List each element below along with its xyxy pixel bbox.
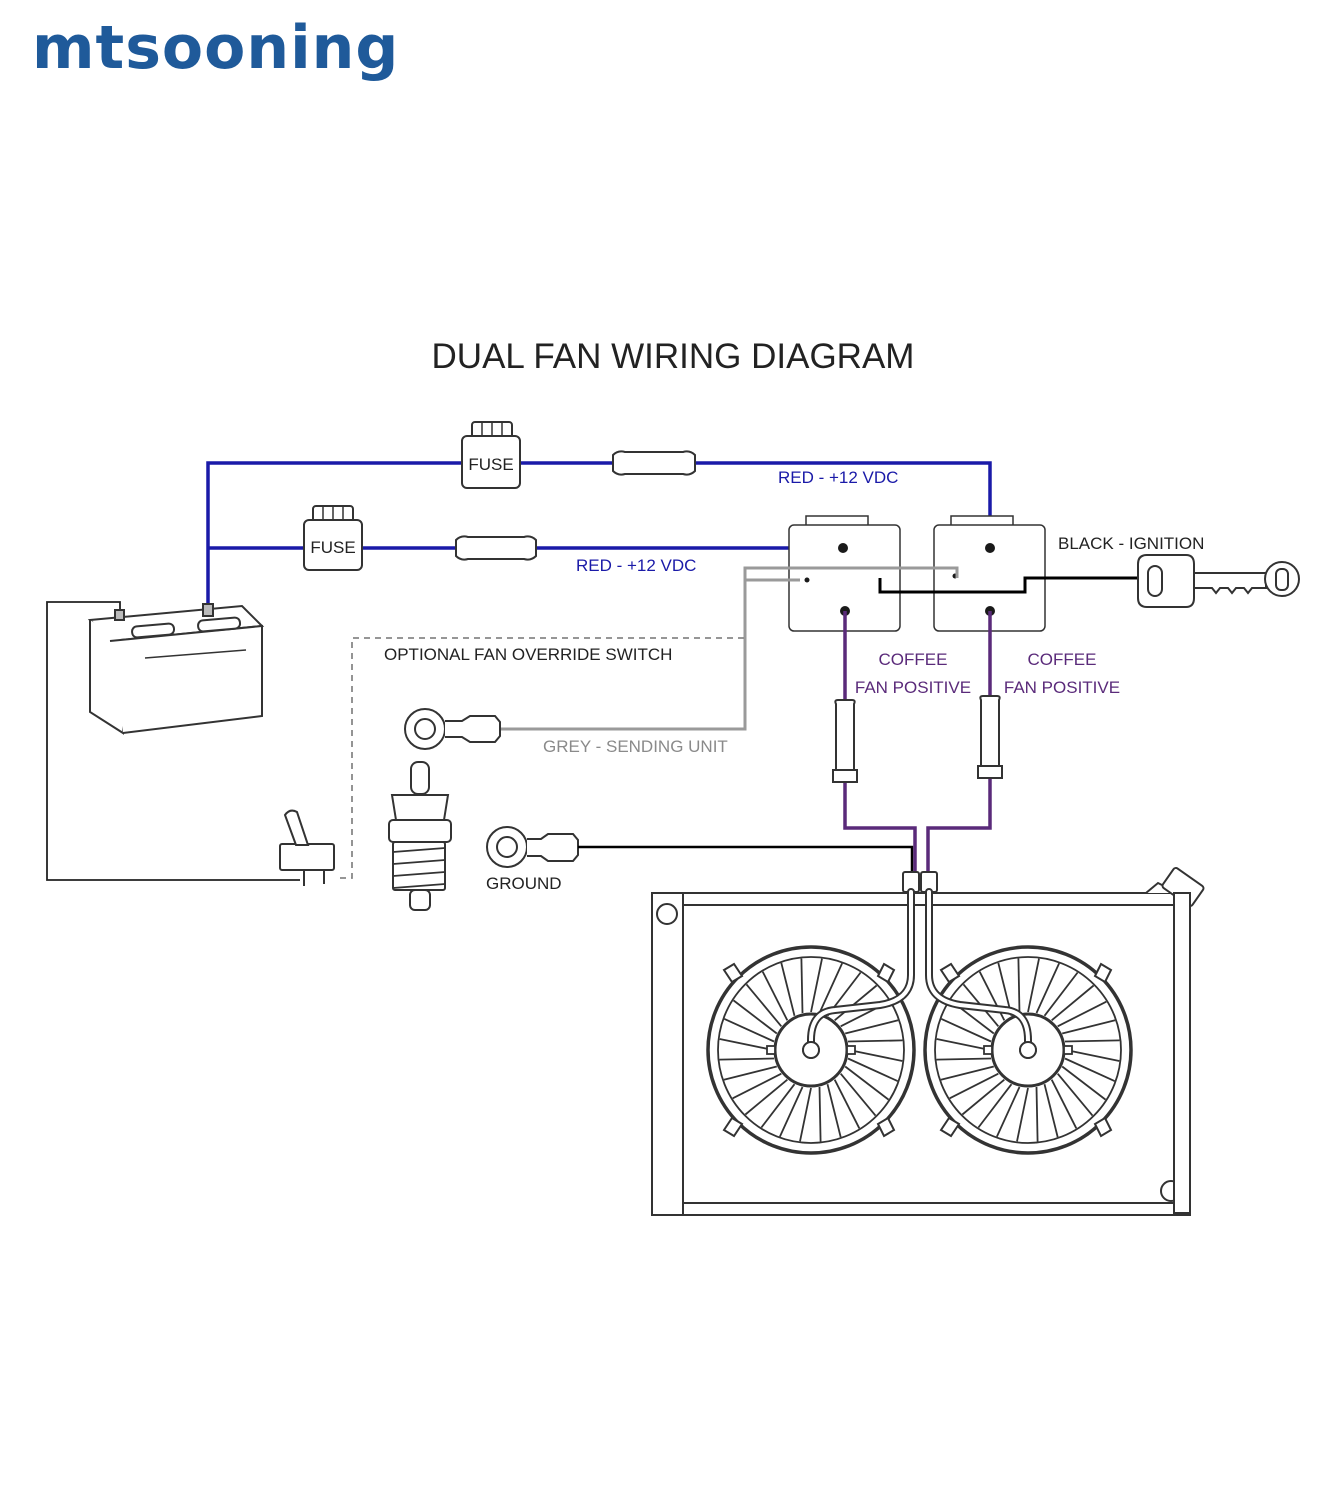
fan-right-hub-notch (1063, 1045, 1073, 1055)
fan-left-blade (744, 1079, 788, 1116)
fan-left-blade (833, 1079, 861, 1129)
ground-label: GROUND (486, 874, 562, 893)
fan-left-hub-notch (846, 1045, 856, 1055)
fan-left-blade (834, 984, 878, 1021)
fan-right-blade (936, 1057, 992, 1061)
fan-right-blade (961, 1079, 1005, 1116)
grey-sending-label: GREY - SENDING UNIT (543, 737, 728, 756)
fan-right-hub-notch (983, 1045, 993, 1055)
fan-left-blade (844, 1065, 890, 1101)
fan-left-blade (800, 958, 804, 1014)
fan-harness-inner (809, 890, 1030, 1052)
fan-left-hub-notch (766, 1045, 776, 1055)
relay-right (933, 515, 1046, 632)
toggle-switch-icon (279, 809, 335, 886)
fan-left-blade (847, 1039, 903, 1043)
fan-right-blade (1064, 1039, 1120, 1043)
fan-right-blade (996, 1086, 1021, 1137)
fan-right-blade (1043, 971, 1079, 1017)
fan-left-blade (745, 983, 782, 1027)
fan-mount-tabs (722, 962, 1113, 1138)
battery-switch-wire (46, 601, 300, 881)
fan-right-blade (1043, 1083, 1059, 1138)
black-ignition-label: BLACK - IGNITION (1058, 534, 1204, 553)
fan-right-blade (1017, 958, 1021, 1014)
fan-hub-caps (802, 1041, 1037, 1059)
fuse-top-label: FUSE (468, 455, 513, 474)
fan-positive-label-2: FAN POSITIVE (1004, 678, 1120, 697)
coffee-label-1: COFFEE (879, 650, 948, 669)
fan-left-blade (810, 958, 823, 1013)
fan-left-blade (818, 1086, 822, 1142)
fan-positive-label-1: FAN POSITIVE (855, 678, 971, 697)
fan-left-blade (719, 1057, 775, 1061)
battery-icon (87, 603, 265, 735)
fan-right-blade (1057, 1000, 1107, 1028)
fan-left-blade (847, 1057, 898, 1082)
black-ignition-wire (878, 576, 1138, 594)
grey-sending-wire (500, 566, 959, 731)
fan-left-blade (723, 1065, 778, 1081)
fan-right-blade (1027, 958, 1040, 1013)
fan-connector-plugs (902, 871, 938, 893)
fan-right-blade (1064, 1057, 1115, 1082)
inline-connector-bottom (455, 535, 537, 561)
diagram-title: DUAL FAN WIRING DIAGRAM (432, 337, 915, 376)
inline-connector-fan-2 (977, 695, 1003, 779)
inline-connector-fan-1 (832, 699, 858, 783)
fan-left-blade (732, 1072, 782, 1100)
brand-logo: mtsooning (32, 13, 400, 83)
ignition-key-icon (1137, 554, 1300, 608)
fan-right-blade (1057, 1073, 1094, 1117)
temperature-sending-unit-icon (388, 761, 452, 911)
override-switch-wire (340, 637, 745, 879)
fan-left-blade (779, 1086, 804, 1137)
fan-left-blade (844, 1019, 899, 1035)
fan-right-blade (1016, 1087, 1029, 1142)
inline-connector-top (612, 450, 696, 476)
fan-left-blade (799, 1087, 812, 1142)
fan-left-blade (848, 1049, 903, 1062)
fan-left-blade (732, 999, 778, 1035)
fan-right-blade (1061, 1019, 1116, 1035)
radiator-icon (651, 867, 1205, 1216)
fan-right-blade (977, 1083, 1013, 1129)
fuse-bottom-label: FUSE (310, 538, 355, 557)
fan-right-blade (940, 1065, 995, 1081)
fan-left-blade (826, 1083, 842, 1138)
fan-right-blade (936, 1038, 991, 1051)
fan-right-blade (1035, 963, 1060, 1014)
fan-left-blade (724, 1018, 775, 1043)
fan-positive-wires (843, 611, 992, 872)
ground-wire (578, 845, 914, 872)
fan-left-blade (761, 971, 789, 1021)
fan-right-blade (1050, 1079, 1078, 1129)
fan-left-blade (780, 962, 796, 1017)
fuse-bottom: FUSE (303, 505, 363, 571)
fan-right-blade (1051, 984, 1095, 1021)
fan-right-blade (941, 1018, 992, 1043)
fan-right-blade (949, 1072, 999, 1100)
red-wire-label-bottom: RED - +12 VDC (576, 556, 696, 575)
sending-ring-terminal (404, 708, 501, 750)
fan-right-blade (1061, 1065, 1107, 1101)
fan-right-blade (1035, 1086, 1039, 1142)
fan-right-blade (1065, 1049, 1120, 1062)
red-wire-label-top: RED - +12 VDC (778, 468, 898, 487)
fan-left-blade (818, 963, 843, 1014)
fan-right-icon (923, 945, 1133, 1155)
fan-left-blade (719, 1038, 774, 1051)
fan-left-blade (760, 1083, 796, 1129)
ground-ring-terminal (486, 826, 579, 868)
fuse-top: FUSE (461, 421, 521, 489)
coffee-label-2: COFFEE (1028, 650, 1097, 669)
fan-left-blade (840, 1073, 877, 1117)
override-switch-label: OPTIONAL FAN OVERRIDE SWITCH (384, 645, 672, 664)
